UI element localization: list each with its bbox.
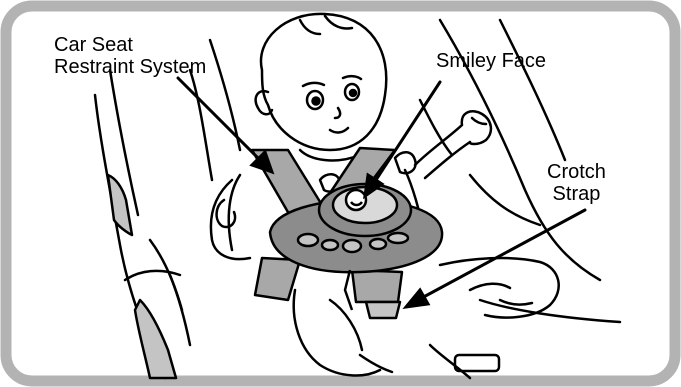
crotch-strap-label: Crotch Strap [547, 161, 606, 205]
car-seat-label-line2: Restraint System [54, 56, 206, 78]
car-seat-restraint-label: Car Seat Restraint System [54, 34, 206, 78]
crotch-label-line2: Strap [547, 183, 606, 205]
smiley-face-label: Smiley Face [436, 50, 546, 72]
car-seat-label-line1: Car Seat [54, 34, 206, 56]
crotch-label-line1: Crotch [547, 161, 606, 183]
